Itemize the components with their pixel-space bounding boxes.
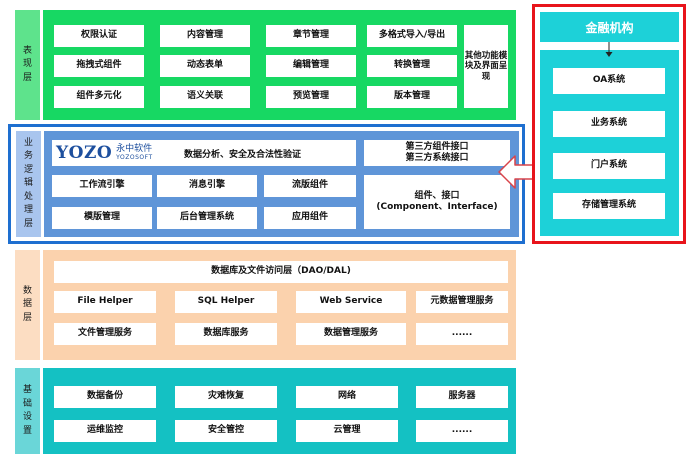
data-layer-label: 数据层 <box>15 250 40 360</box>
presentation-item: 章节管理 <box>266 25 356 47</box>
infra-label-text: 基础设置 <box>23 385 33 436</box>
yozo-logo: YOZO 永中软件 YOZOSOFT <box>56 141 166 165</box>
arrow-down-icon <box>605 42 613 57</box>
presentation-item: 内容管理 <box>160 25 250 47</box>
finance-system: OA系统 <box>553 68 665 94</box>
presentation-item: 动态表单 <box>160 55 250 77</box>
business-item: 模版管理 <box>52 207 152 229</box>
infra-item: 云管理 <box>296 420 398 442</box>
presentation-item: 拖拽式组件 <box>54 55 144 77</box>
business-item: 应用组件 <box>264 207 356 229</box>
data-item: SQL Helper <box>175 291 277 313</box>
data-item: 数据库服务 <box>175 323 277 345</box>
presentation-extra: 其他功能模 块及界面呈 现 <box>464 25 508 108</box>
business-layer-label: 业务逻辑处理层 <box>16 131 41 237</box>
business-label-text: 业务逻辑处理层 <box>24 137 34 229</box>
infra-item: 灾难恢复 <box>175 386 277 408</box>
infra-item: 网络 <box>296 386 398 408</box>
data-label-text: 数据层 <box>23 285 33 323</box>
presentation-item: 多格式导入/导出 <box>367 25 457 47</box>
infra-layer-label: 基础设置 <box>15 368 40 454</box>
data-item: ...... <box>416 323 508 345</box>
business-analysis-box <box>52 140 356 166</box>
business-item: 工作流引擎 <box>52 175 152 197</box>
presentation-label-text: 表现层 <box>23 45 33 83</box>
presentation-item: 版本管理 <box>367 86 457 108</box>
business-item: 流版组件 <box>264 175 356 197</box>
data-item: 数据管理服务 <box>296 323 406 345</box>
infra-item: ...... <box>416 420 508 442</box>
infra-item: 安全管控 <box>175 420 277 442</box>
finance-title-bar: 金融机构 <box>540 12 679 42</box>
yozo-logo-main: YOZO <box>56 143 113 163</box>
infra-item: 服务器 <box>416 386 508 408</box>
presentation-layer-label: 表现层 <box>15 10 40 120</box>
data-item: Web Service <box>296 291 406 313</box>
presentation-item: 组件多元化 <box>54 86 144 108</box>
yozo-logo-cn: 永中软件 <box>116 143 153 154</box>
data-item: 元数据管理服务 <box>416 291 508 313</box>
presentation-item: 转换管理 <box>367 55 457 77</box>
third-party-interfaces: 第三方组件接口 第三方系统接口 <box>364 140 510 166</box>
presentation-item: 语义关联 <box>160 86 250 108</box>
presentation-item: 预览管理 <box>266 86 356 108</box>
finance-system: 业务系统 <box>553 111 665 137</box>
data-item: 文件管理服务 <box>54 323 156 345</box>
finance-title: 金融机构 <box>585 20 634 35</box>
business-analysis: 数据分析、安全及合法性验证 <box>184 149 302 160</box>
presentation-item: 编辑管理 <box>266 55 356 77</box>
finance-system: 存储管理系统 <box>553 193 665 219</box>
finance-system: 门户系统 <box>553 153 665 179</box>
dao-dal-layer: 数据库及文件访问层（DAO/DAL) <box>54 261 508 283</box>
presentation-item: 权限认证 <box>54 25 144 47</box>
yozo-logo-text: 永中软件 YOZOSOFT <box>116 143 153 161</box>
infra-item: 数据备份 <box>54 386 156 408</box>
infra-item: 运维监控 <box>54 420 156 442</box>
yozo-logo-en: YOZOSOFT <box>116 153 153 161</box>
business-item: 消息引擎 <box>157 175 257 197</box>
business-item: 后台管理系统 <box>157 207 257 229</box>
data-item: File Helper <box>54 291 156 313</box>
component-interface: 组件、接口 (Component、Interface) <box>364 175 510 229</box>
